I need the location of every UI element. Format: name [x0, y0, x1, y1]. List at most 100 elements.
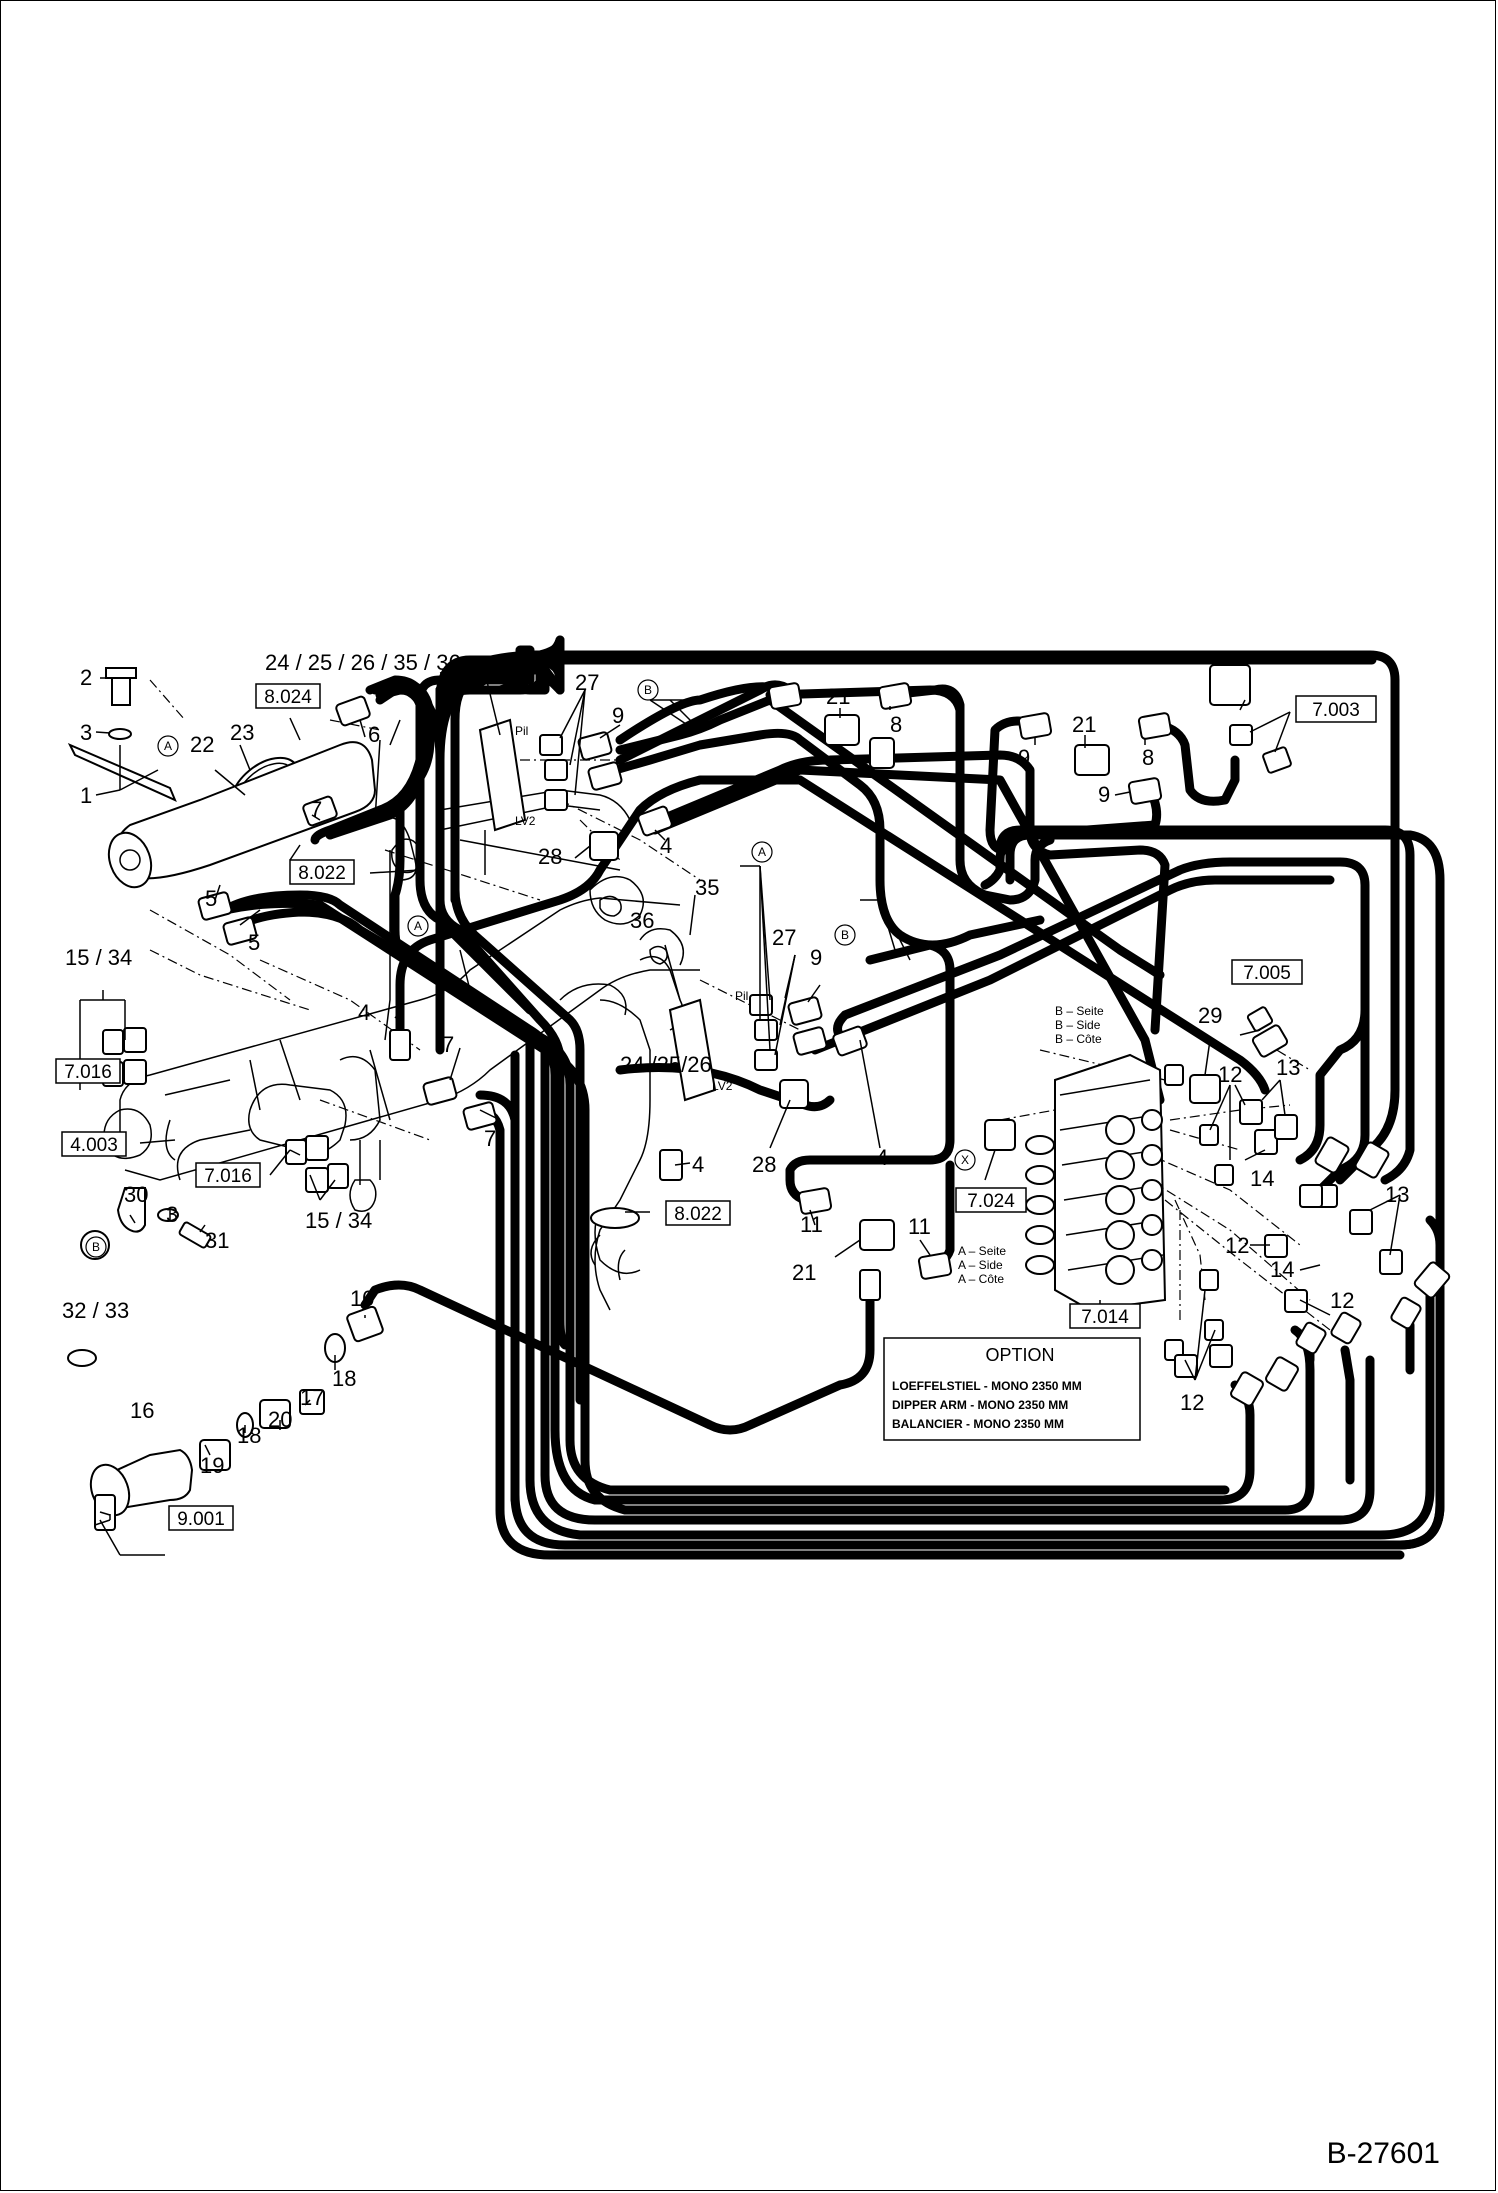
lv-label: LV2	[712, 1079, 733, 1093]
callout: 8	[890, 712, 902, 737]
callout: 9	[1098, 782, 1110, 807]
side-note-b: B – Seite	[1055, 1004, 1104, 1018]
ref-box: 7.024	[967, 1191, 1015, 1212]
callout: 5	[248, 930, 260, 955]
callout: 35	[695, 875, 719, 900]
option-box: OPTION LOEFFELSTIEL - MONO 2350 MM DIPPE…	[883, 1337, 1141, 1441]
callout: 12	[1218, 1062, 1242, 1087]
side-notes: B – Seite B – Side B – Côte A – Seite A …	[958, 1004, 1104, 1286]
callout: 4	[660, 833, 672, 858]
callout: 10	[350, 1286, 374, 1311]
callout: 14	[1270, 1257, 1294, 1282]
control-valve-block	[1025, 1053, 1167, 1312]
reference-boxes: 8.024 8.022 7.016 4.003 7.016 8.022 9.00…	[55, 683, 1377, 1531]
callout: 4	[876, 1145, 888, 1170]
callout: 31	[205, 1228, 229, 1253]
option-line: BALANCIER - MONO 2350 MM	[892, 1417, 1064, 1431]
pil-label: Pil	[735, 989, 748, 1003]
callout: 23	[230, 720, 254, 745]
side-note-a: A – Side	[958, 1258, 1003, 1272]
callout: 7	[310, 797, 322, 822]
callout: 24 /25/26	[620, 1052, 712, 1077]
ref-box: 8.022	[674, 1204, 722, 1225]
callout: 3	[80, 720, 92, 745]
valve-tags: Pil LV2 Pil LV2	[515, 724, 748, 1093]
callout: 1	[80, 783, 92, 808]
callout: 36	[630, 908, 654, 933]
leader-lines	[79, 664, 1401, 1556]
callout: 18	[237, 1423, 261, 1448]
callout: 12	[1330, 1288, 1354, 1313]
callout: 32 / 33	[62, 1298, 129, 1323]
ref-box: 7.005	[1243, 963, 1291, 984]
components	[67, 664, 1451, 1531]
ref-box: 4.003	[70, 1135, 118, 1156]
callout: 21	[826, 684, 850, 709]
callout: 16	[130, 1398, 154, 1423]
callout: 30	[124, 1182, 148, 1207]
callout: 4	[358, 1000, 370, 1025]
callout: 21	[792, 1260, 816, 1285]
callout: 19	[200, 1453, 224, 1478]
callout: 14	[1250, 1166, 1274, 1191]
callout: 15 / 34	[305, 1208, 372, 1233]
callout: 13	[1276, 1055, 1300, 1080]
callout: 6	[368, 722, 380, 747]
callout-numbers: 2 3 1 22 23 6 7 24 / 25 / 26 / 35 / 36 2…	[62, 650, 1409, 1478]
callout: 9	[1018, 745, 1030, 770]
lv-label: LV2	[515, 814, 536, 828]
callout: 21	[1072, 712, 1096, 737]
callout: 7	[442, 1032, 454, 1057]
hose-lines	[220, 635, 1445, 1560]
option-line: DIPPER ARM - MONO 2350 MM	[892, 1398, 1068, 1412]
callout: 24 / 25 / 26 / 35 / 36	[265, 650, 461, 675]
side-note-b: B – Side	[1055, 1018, 1101, 1032]
callout: 18	[332, 1366, 356, 1391]
callout: 15 / 34	[65, 945, 132, 970]
callout: 12	[1225, 1233, 1249, 1258]
callout: 9	[612, 703, 624, 728]
callout: 22	[190, 732, 214, 757]
marker-a: A	[414, 919, 422, 933]
ref-box: 7.016	[64, 1062, 112, 1083]
ref-box: 9.001	[177, 1509, 225, 1530]
callout: 8	[1142, 745, 1154, 770]
callout: 11	[800, 1212, 823, 1237]
ref-box: 7.016	[204, 1166, 252, 1187]
marker-b: B	[841, 928, 849, 942]
marker-a: A	[164, 739, 172, 753]
marker-b: B	[92, 1240, 100, 1254]
pil-label: Pil	[515, 724, 528, 738]
document-number: B-27601	[1326, 2137, 1440, 2170]
ref-box: 7.014	[1081, 1307, 1129, 1328]
bolt-part	[111, 674, 131, 706]
callout: 4	[692, 1152, 704, 1177]
callout: 7	[484, 1126, 496, 1151]
option-title: OPTION	[985, 1345, 1054, 1365]
callout: 3	[166, 1202, 178, 1227]
ref-box: 8.024	[264, 687, 312, 708]
ref-box: 8.022	[298, 863, 346, 884]
callout: 5	[205, 886, 217, 911]
side-note-a: A – Côte	[958, 1272, 1004, 1286]
callout: 28	[538, 844, 562, 869]
callout: 29	[1198, 1003, 1222, 1028]
callout: 11	[908, 1214, 931, 1239]
ref-box: 7.003	[1312, 700, 1360, 721]
callout: 9	[810, 945, 822, 970]
side-note-b: B – Côte	[1055, 1032, 1102, 1046]
callout: 12	[1180, 1390, 1204, 1415]
callout: 28	[752, 1152, 776, 1177]
callout: 20	[268, 1407, 292, 1432]
callout: 13	[1385, 1182, 1409, 1207]
callout: 27	[772, 925, 796, 950]
marker-a: A	[758, 845, 766, 859]
callout: 17	[300, 1385, 324, 1410]
marker-b: B	[644, 683, 652, 697]
option-line: LOEFFELSTIEL - MONO 2350 MM	[892, 1379, 1082, 1393]
callout: 27	[575, 670, 599, 695]
circle-markers: A B A A B B X X	[85, 679, 976, 1364]
marker-x: X	[961, 1153, 969, 1167]
